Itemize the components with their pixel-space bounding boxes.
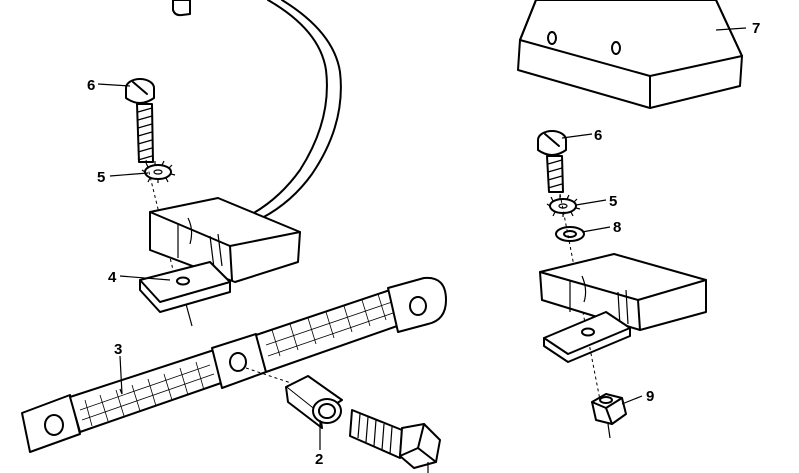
nut: [591, 393, 627, 439]
housing-left: [149, 197, 301, 283]
flat-washer: [555, 226, 585, 242]
callout-5-left: 5: [97, 169, 105, 186]
callout-5-right: 5: [609, 193, 617, 210]
screw-right: [537, 130, 567, 193]
bolt: [349, 409, 441, 469]
cover: [517, 0, 743, 109]
spacer-sleeve: [285, 375, 343, 429]
callout-2: 2: [315, 451, 323, 468]
lock-washer-left: [141, 160, 176, 183]
callout-4: 4: [108, 269, 117, 286]
housing-right: [539, 253, 707, 331]
callout-9: 9: [646, 388, 654, 405]
lock-washer-right: [546, 194, 581, 217]
callout-6-left: 6: [87, 77, 95, 94]
bracket-left: [139, 261, 231, 327]
cable: [251, 0, 342, 219]
bracket-right: [543, 311, 631, 363]
cable-clip: [172, 0, 191, 17]
callout-7: 7: [752, 20, 760, 37]
callout-6-right: 6: [594, 127, 602, 144]
callout-8: 8: [613, 219, 621, 236]
callout-3: 3: [114, 341, 122, 358]
leader-lines: [97, 27, 747, 473]
screw-left: [125, 78, 155, 163]
ground-strap: [21, 276, 447, 453]
